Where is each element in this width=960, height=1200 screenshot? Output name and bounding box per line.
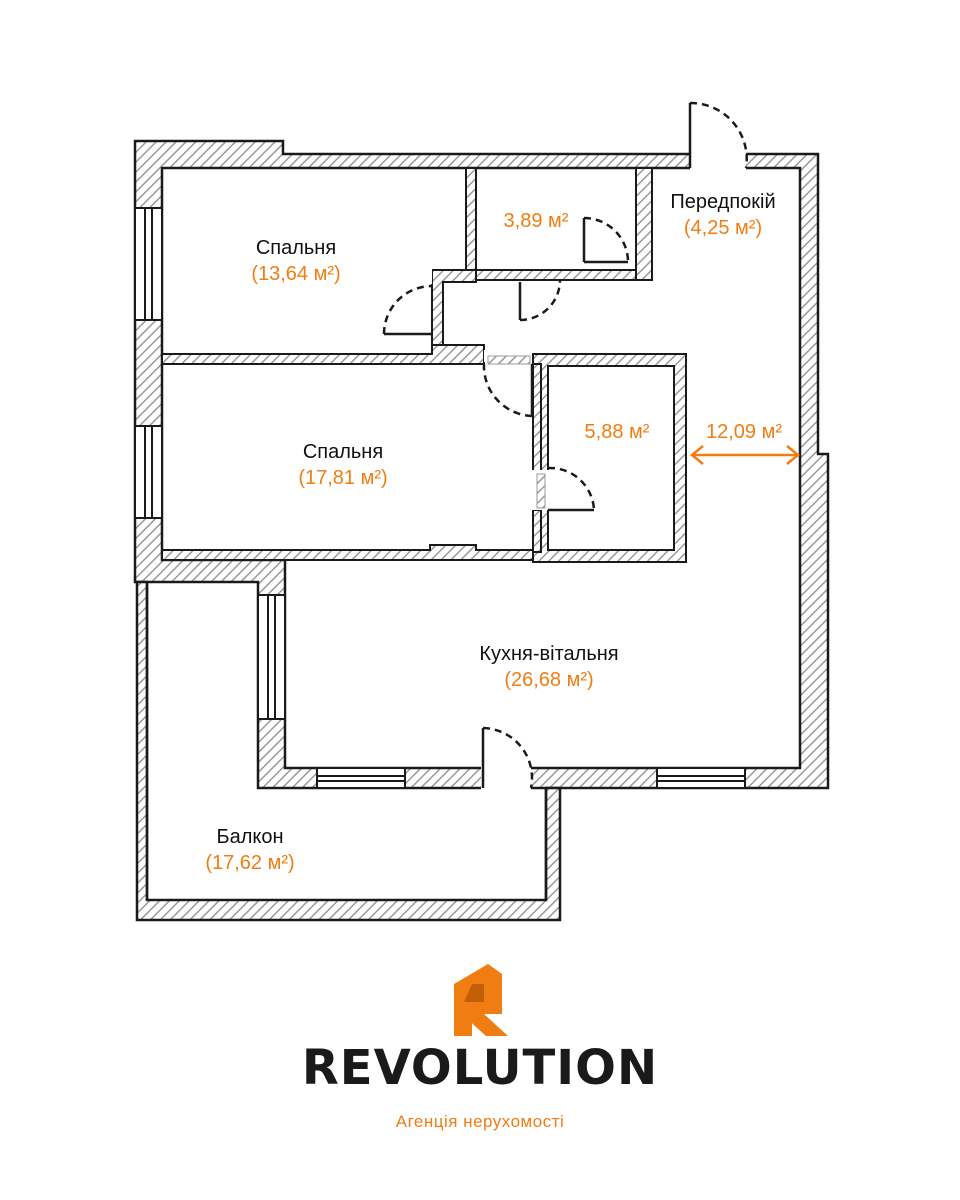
kitchen-living-name: Кухня-вітальня bbox=[479, 643, 618, 665]
bedroom-top-area: (13,64 м²) bbox=[251, 263, 340, 285]
window-kitchen-left bbox=[257, 594, 286, 720]
window-kitchen-bottom-right bbox=[656, 767, 746, 789]
balcony-name: Балкон bbox=[216, 826, 283, 848]
door-bathroom-large bbox=[547, 466, 596, 512]
corridor-area: 12,09 м² bbox=[706, 421, 782, 443]
bedroom-mid-area: (17,81 м²) bbox=[298, 467, 387, 489]
bathroom-large-area: 5,88 м² bbox=[585, 421, 650, 443]
window-bedroom-mid bbox=[134, 425, 163, 519]
door-bathroom-small bbox=[582, 216, 630, 264]
window-kitchen-bottom-left bbox=[316, 767, 406, 789]
brand-tagline: Агенція нерухомості bbox=[395, 1112, 565, 1131]
windows bbox=[134, 207, 746, 789]
brand-name: REVOLUTION bbox=[301, 1040, 659, 1096]
balcony-area: (17,62 м²) bbox=[205, 852, 294, 874]
hallway-name: Передпокій bbox=[670, 191, 775, 213]
hallway-area: (4,25 м²) bbox=[684, 217, 762, 239]
bedroom-top-name: Спальня bbox=[256, 237, 336, 259]
window-bedroom-top bbox=[134, 207, 163, 321]
balcony-walls bbox=[135, 580, 562, 922]
corridor-width-arrow bbox=[690, 445, 800, 465]
door-entrance bbox=[688, 101, 748, 169]
bedroom-mid-name: Спальня bbox=[303, 441, 383, 463]
door-bedroom-top bbox=[382, 284, 433, 336]
floor-plan: Спальня (13,64 м²) 3,89 м² Передпокій (4… bbox=[133, 101, 830, 922]
door-bedroom-mid bbox=[482, 363, 534, 418]
doors bbox=[382, 101, 748, 789]
door-balcony bbox=[481, 726, 534, 789]
bathroom-small-area: 3,89 м² bbox=[504, 210, 569, 232]
interior-walls bbox=[161, 167, 687, 563]
revolution-logo-icon bbox=[454, 964, 508, 1036]
kitchen-living-area: (26,68 м²) bbox=[504, 669, 593, 691]
door-corridor bbox=[518, 279, 562, 322]
